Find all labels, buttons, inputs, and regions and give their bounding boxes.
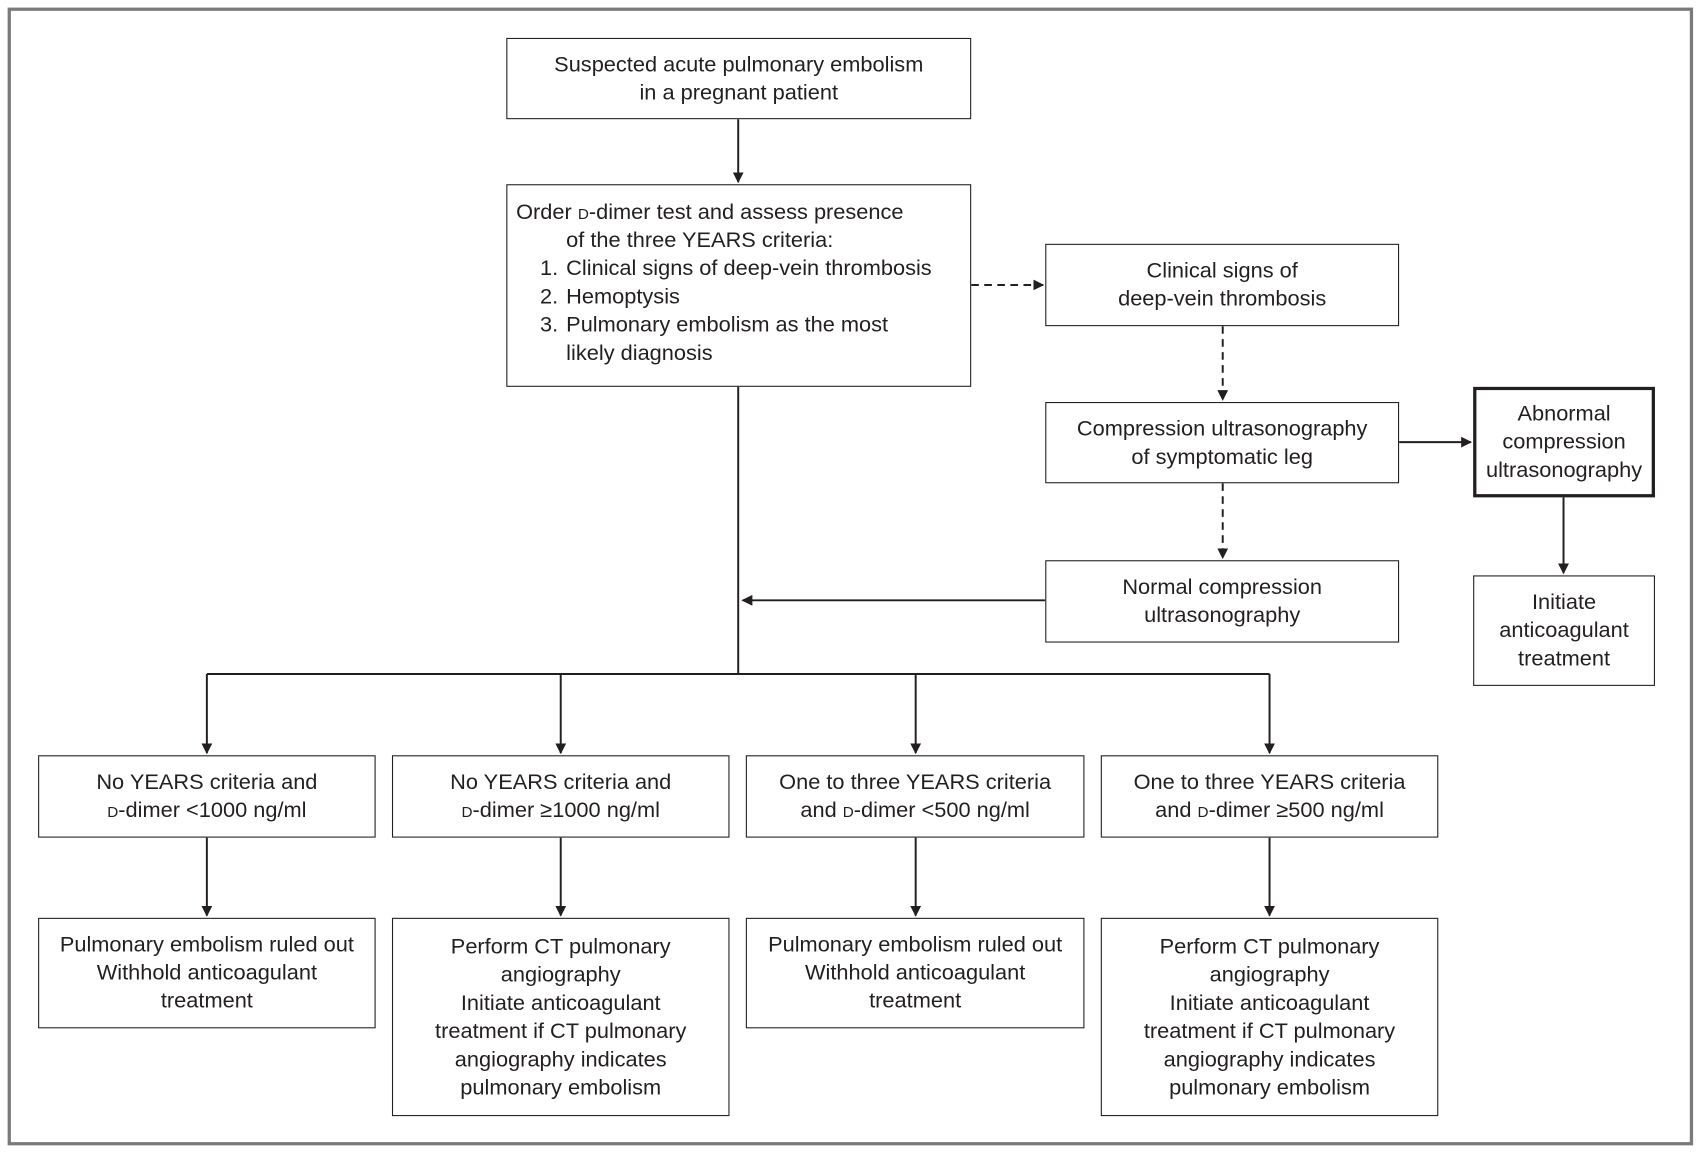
node-text: Clinical signs of [1146,258,1298,283]
node-order-ddimer: Order d-dimer test and assess presence o… [506,184,972,387]
node-text: Initiate anticoagulant [460,990,661,1015]
node-text: Compression ultrasonography [1076,416,1368,441]
node-text: deep-vein thrombosis [1118,287,1327,311]
node-text: No YEARS criteria and [96,770,318,795]
node-text: One to three YEARS criteria [1133,770,1406,795]
node-text: d-dimer ≥1000 ng/ml [461,798,660,823]
node-text: of symptomatic leg [1131,444,1313,469]
node-text: Pulmonary embolism ruled out [768,932,1063,957]
node-text: and d-dimer <500 ng/ml [800,798,1030,823]
node-dvt-signs: Clinical signs of deep-vein thrombosis [1045,243,1400,327]
small-caps-d: d [1197,798,1209,823]
node-compression-us: Compression ultrasonography of symptomat… [1045,402,1400,484]
node-text: angiography indicates [454,1047,667,1072]
node-text: angiography indicates [1163,1047,1376,1072]
node-text: Perform CT pulmonary [450,934,671,959]
node-text: No YEARS criteria and [450,770,672,795]
criterion-text: Hemoptysis [566,284,680,309]
node-text: Withhold anticoagulant [96,961,318,985]
node-text: Suspected acute pulmonary embolism [554,52,924,77]
criterion-text: Clinical signs of deep-vein thrombosis [566,256,932,281]
node-normal-cus: Normal compression ultrasonography [1045,560,1400,643]
node-text: treatment if CT pulmonary [1143,1019,1396,1043]
node-initiate-anticoagulant: Initiate anticoagulant treatment [1473,575,1655,686]
small-caps-d: d [577,200,589,225]
node-condition-4: One to three YEARS criteria and d-dimer ≥… [1100,755,1439,838]
node-start: Suspected acute pulmonary embolism in a … [506,37,972,120]
node-text: Pulmonary embolism ruled out [59,932,354,957]
node-text: treatment [160,989,253,1014]
small-caps-d: d [107,798,119,823]
node-text: compression [1502,430,1626,455]
criterion-number: 2. [540,284,559,309]
figure-frame [7,7,1694,1146]
node-abnormal-cus: Abnormal compression ultrasonography [1473,386,1655,498]
node-text: d-dimer <1000 ng/ml [107,798,307,823]
node-text: treatment if CT pulmonary [435,1019,687,1043]
criterion-2: 2. Hemoptysis [516,283,680,311]
small-caps-d: d [461,798,473,823]
node-text: treatment [1518,646,1611,671]
node-text: of the three YEARS criteria: [566,228,834,253]
node-text: Normal compression [1122,575,1323,600]
node-text: pulmonary embolism [460,1075,662,1100]
node-text: Initiate anticoagulant [1169,990,1370,1015]
criterion-text: Pulmonary embolism as the most likely di… [566,313,889,366]
criterion-number: 1. [540,256,559,281]
node-text: One to three YEARS criteria [779,770,1052,795]
node-text: Withhold anticoagulant [804,961,1026,985]
node-text: angiography [500,962,621,987]
node-text: Initiate [1531,590,1597,615]
node-text: Order d-dimer test and assess presence [516,200,904,225]
criterion-number: 3. [540,313,559,337]
node-text: treatment [869,989,962,1014]
node-text: Abnormal [1517,402,1611,426]
node-text: Perform CT pulmonary [1159,934,1380,959]
criterion-1: 1. Clinical signs of deep-vein thrombosis [516,255,932,283]
node-condition-2: No YEARS criteria and d-dimer ≥1000 ng/ml [391,755,730,838]
node-text: ultrasonography [1144,603,1301,628]
node-text: in a pregnant patient [639,80,839,105]
node-text: anticoagulant [1499,618,1629,643]
node-condition-1: No YEARS criteria and d-dimer <1000 ng/ml [38,755,376,838]
small-caps-d: d [842,798,854,823]
node-text: angiography [1209,962,1330,987]
node-text: pulmonary embolism [1169,1075,1370,1100]
criterion-3: 3. Pulmonary embolism as the most likely … [516,311,925,367]
node-text: and d-dimer ≥500 ng/ml [1155,798,1384,823]
node-condition-3: One to three YEARS criteria and d-dimer <… [745,755,1085,838]
node-text: ultrasonography [1485,458,1643,483]
